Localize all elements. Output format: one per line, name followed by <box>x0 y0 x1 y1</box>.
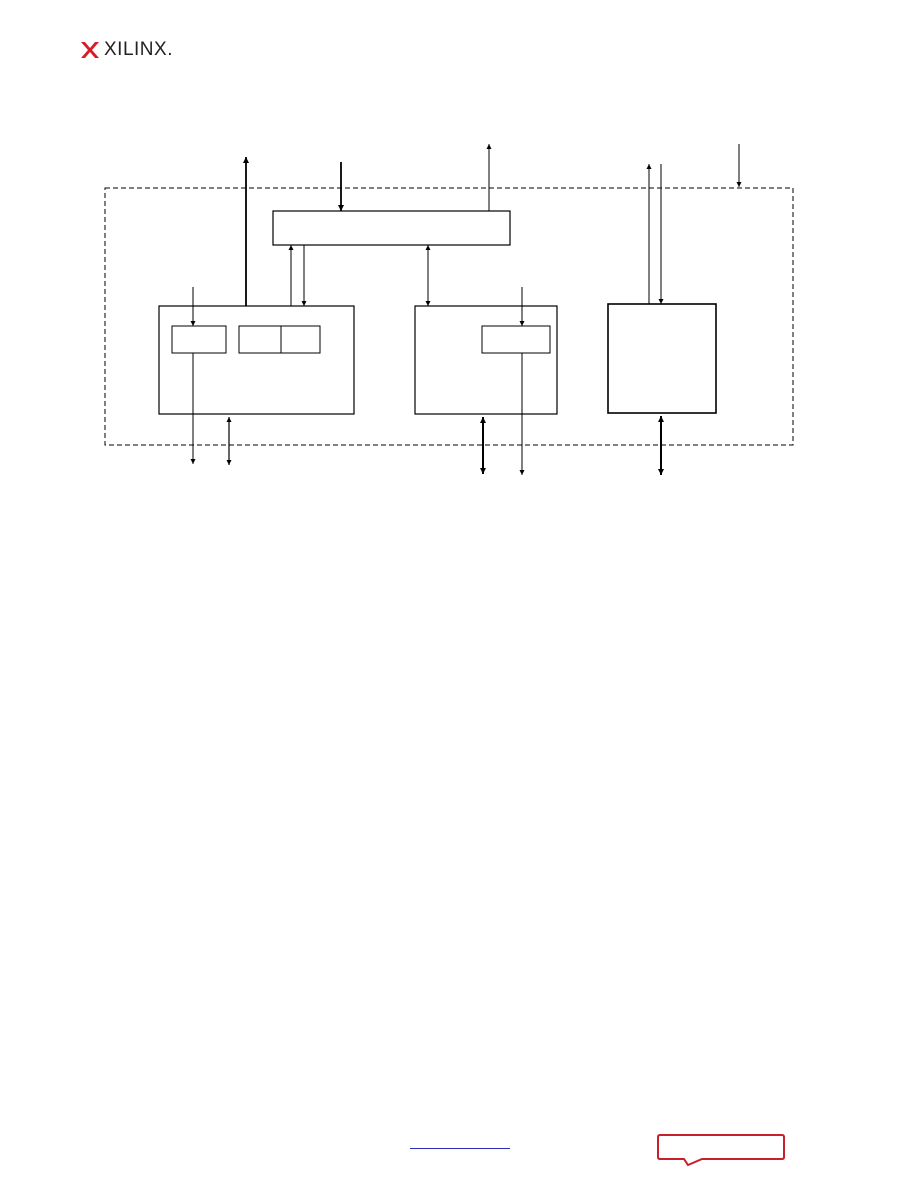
xilinx-logo: XILINX. <box>80 36 173 64</box>
left-sub-block-1 <box>171 325 227 354</box>
feedback-button[interactable] <box>656 1133 786 1167</box>
left-block <box>158 305 355 415</box>
middle-block <box>414 305 558 415</box>
middle-sub-block <box>481 325 551 354</box>
feedback-bubble-shape <box>657 1134 785 1167</box>
top-bus-block <box>272 210 511 246</box>
system-boundary <box>104 187 794 446</box>
right-block <box>607 303 717 414</box>
left-sub-block-3 <box>280 325 321 354</box>
brand-wordmark: XILINX. <box>104 39 173 60</box>
xilinx-x-mark-icon <box>81 42 99 58</box>
footer-link[interactable] <box>410 1138 510 1149</box>
left-sub-block-2 <box>238 325 282 354</box>
